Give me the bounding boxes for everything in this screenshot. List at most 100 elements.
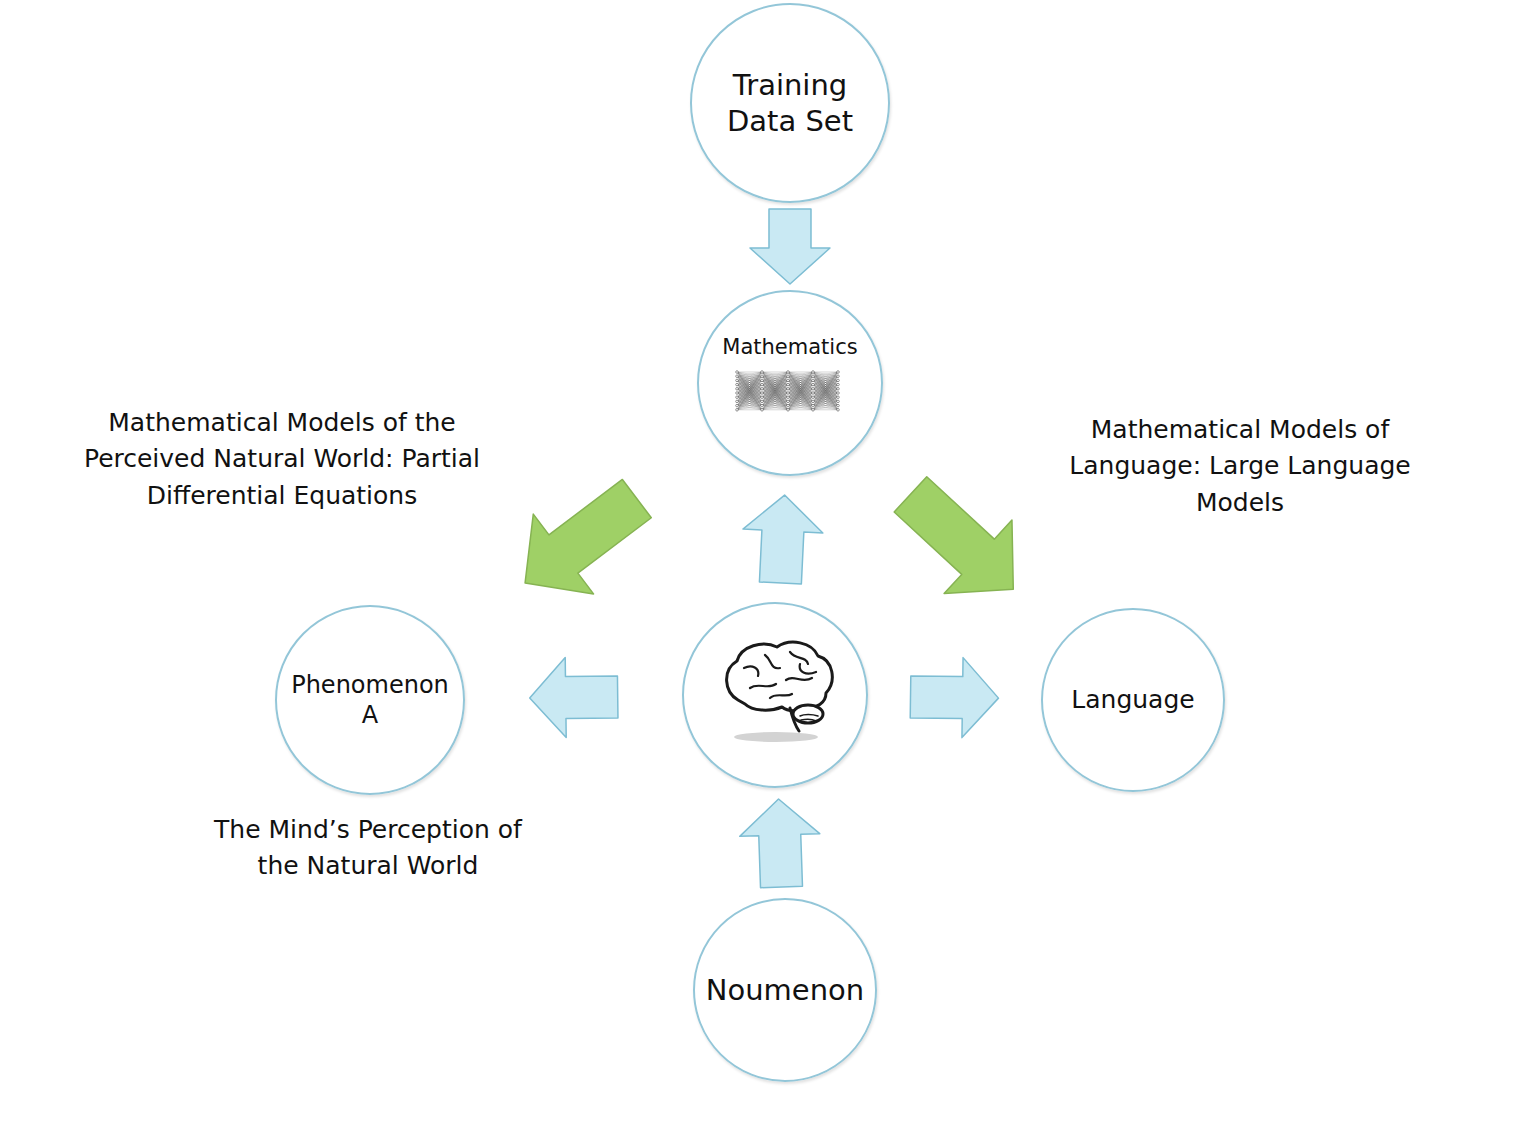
network-link bbox=[762, 372, 788, 376]
network-link bbox=[762, 397, 788, 410]
network-link bbox=[762, 372, 788, 389]
network-unit bbox=[812, 400, 815, 403]
network-link bbox=[813, 409, 838, 410]
network-unit bbox=[787, 379, 790, 382]
network-unit bbox=[787, 404, 790, 407]
brain-stem bbox=[790, 708, 799, 731]
network-link bbox=[813, 406, 838, 410]
network-unit bbox=[761, 409, 764, 412]
network-link bbox=[788, 372, 813, 373]
network-link bbox=[762, 372, 788, 393]
network-unit bbox=[812, 383, 815, 386]
arrow-label: Mathematical Models of the Perceived Nat… bbox=[57, 405, 507, 514]
node-text: Mathematics bbox=[722, 334, 857, 360]
network-link bbox=[762, 372, 788, 406]
network-link bbox=[788, 372, 813, 410]
network-link bbox=[737, 372, 762, 376]
network-link bbox=[737, 376, 762, 410]
network-link bbox=[813, 372, 838, 397]
network-link bbox=[788, 372, 813, 376]
network-link bbox=[788, 406, 813, 410]
network-link bbox=[737, 409, 762, 410]
network-link bbox=[788, 393, 813, 410]
network-link bbox=[813, 393, 838, 410]
block-arrow bbox=[740, 799, 820, 888]
network-unit bbox=[787, 383, 790, 386]
network-link bbox=[788, 372, 813, 410]
network-link bbox=[762, 406, 788, 410]
network-unit bbox=[787, 388, 790, 391]
network-link bbox=[737, 389, 762, 410]
network-link bbox=[813, 372, 838, 406]
network-link bbox=[788, 389, 813, 410]
network-link bbox=[762, 401, 788, 409]
network-link bbox=[788, 376, 813, 410]
network-link bbox=[813, 372, 838, 389]
network-unit bbox=[812, 392, 815, 395]
network-link bbox=[788, 372, 813, 389]
network-link bbox=[788, 385, 813, 410]
network-link bbox=[788, 380, 813, 409]
network-unit bbox=[837, 404, 840, 407]
network-unit bbox=[837, 375, 840, 378]
network-unit bbox=[812, 379, 815, 382]
network-link bbox=[813, 372, 838, 373]
network-link bbox=[737, 372, 762, 410]
network-link bbox=[762, 397, 788, 410]
network-link bbox=[737, 372, 762, 389]
circle-node: Language bbox=[1041, 608, 1225, 792]
network-link bbox=[788, 372, 813, 393]
network-unit bbox=[787, 396, 790, 399]
network-link bbox=[737, 372, 762, 376]
block-arrow bbox=[894, 477, 1013, 594]
network-unit bbox=[787, 400, 790, 403]
network-link bbox=[737, 372, 762, 385]
network-link bbox=[762, 372, 788, 401]
network-link bbox=[737, 385, 762, 410]
network-link bbox=[737, 397, 762, 410]
network-unit bbox=[736, 392, 739, 395]
network-link bbox=[737, 372, 762, 385]
network-unit bbox=[837, 383, 840, 386]
network-link bbox=[762, 372, 788, 410]
network-link bbox=[762, 372, 788, 385]
network-link bbox=[788, 372, 813, 376]
network-link bbox=[788, 376, 813, 410]
network-link bbox=[813, 372, 838, 393]
network-unit bbox=[736, 371, 739, 374]
network-link bbox=[762, 372, 788, 389]
brain-icon bbox=[727, 642, 833, 742]
block-arrow bbox=[525, 479, 651, 593]
network-link bbox=[813, 376, 838, 410]
network-link bbox=[737, 372, 762, 410]
network-link bbox=[737, 380, 762, 409]
network-unit bbox=[736, 409, 739, 412]
network-link bbox=[788, 372, 813, 393]
network-link bbox=[813, 389, 838, 410]
network-link bbox=[813, 372, 838, 380]
network-link bbox=[813, 372, 838, 397]
network-link bbox=[788, 372, 813, 389]
network-unit bbox=[837, 388, 840, 391]
network-unit bbox=[761, 383, 764, 386]
network-unit bbox=[787, 409, 790, 412]
brain-folds bbox=[744, 652, 816, 698]
network-link bbox=[762, 372, 788, 410]
network-link bbox=[737, 372, 762, 397]
network-link bbox=[788, 389, 813, 410]
network-unit bbox=[812, 396, 815, 399]
network-link bbox=[813, 372, 838, 389]
network-unit bbox=[761, 379, 764, 382]
network-link bbox=[788, 372, 813, 385]
network-link bbox=[762, 376, 788, 410]
network-link bbox=[737, 380, 762, 409]
network-link bbox=[813, 401, 838, 409]
network-link bbox=[737, 372, 762, 373]
network-link bbox=[762, 372, 788, 385]
network-unit bbox=[837, 409, 840, 412]
network-unit bbox=[812, 371, 815, 374]
node-text: Noumenon bbox=[706, 972, 864, 1008]
network-unit bbox=[837, 400, 840, 403]
node-text: Language bbox=[1071, 684, 1194, 715]
